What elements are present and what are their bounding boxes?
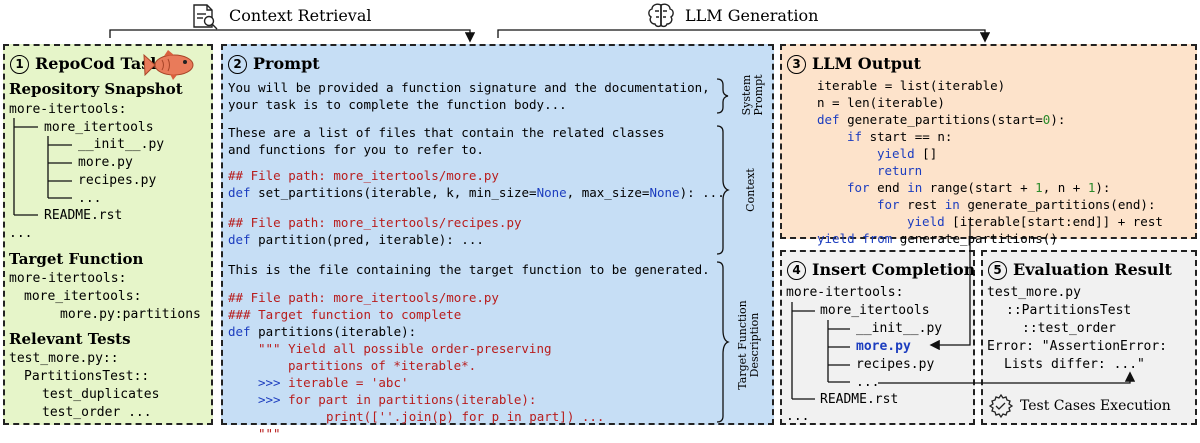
- flow-arrows: [0, 0, 1200, 428]
- docstring-line: """: [228, 426, 604, 443]
- insert-arrow: [932, 220, 970, 345]
- evaluation-arrow: [878, 374, 1130, 383]
